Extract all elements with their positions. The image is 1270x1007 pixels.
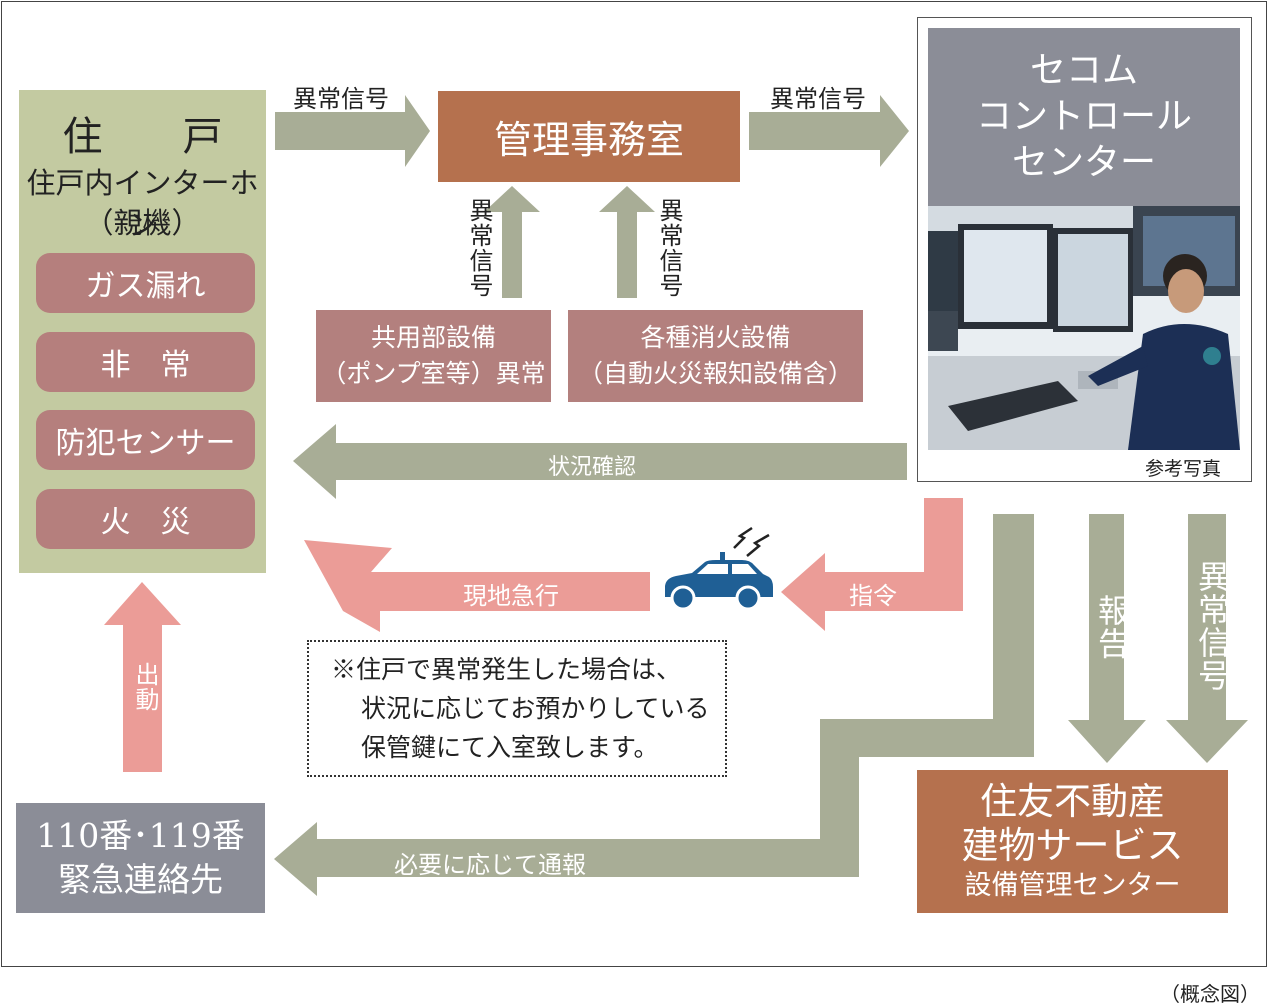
arrow-rush — [304, 540, 650, 632]
secom-center-box: セコム コントロール センター — [928, 28, 1240, 206]
emergency-line1: 110番･119番 — [36, 816, 245, 855]
fire-equipment-box: 各種消火設備 （自動火災報知設備含） — [568, 310, 863, 402]
label-rush: 現地急行 — [463, 582, 559, 610]
diagram-frame — [1, 1, 1267, 967]
secom-line1: セコム — [1029, 50, 1138, 91]
common-equipment-box: 共用部設備 （ポンプ室等）異常 — [316, 310, 551, 402]
arrow-command — [781, 498, 963, 631]
fire-equipment-line1: 各種消火設備 — [640, 323, 791, 352]
common-equipment-line1: 共用部設備 — [370, 323, 496, 352]
emergency-contact-box: 110番･119番 緊急連絡先 — [16, 803, 265, 913]
label-notify: 必要に応じて通報 — [394, 851, 586, 879]
fire-item: 火 災 — [36, 489, 255, 549]
arrow-common-to-office — [484, 186, 540, 298]
intercom-master-label: （親機） — [84, 206, 201, 240]
sumitomo-line1: 住友不動産 — [980, 779, 1165, 823]
label-signal-up-left: 異常信号 — [465, 198, 493, 298]
note-line3: 保管鍵にて入室致します。 — [361, 733, 659, 762]
intercom-label: 住戸内インターホン — [26, 166, 259, 242]
arrow-signal-down — [1166, 514, 1248, 763]
photo-caption: 参考写真 — [1144, 458, 1221, 480]
gas-leak-item: ガス漏れ — [36, 253, 255, 313]
security-sensor-item: 防犯センサー — [36, 410, 255, 470]
label-signal-down: 異常信号 — [1193, 560, 1231, 692]
sumitomo-line3: 設備管理センター — [964, 869, 1181, 901]
arrow-residence-to-office — [275, 95, 430, 167]
label-signal-top-right: 異常信号 — [770, 85, 866, 113]
management-office-box: 管理事務室 — [438, 91, 740, 182]
label-dispatch: 出動 — [131, 662, 159, 712]
label-signal-top-left: 異常信号 — [293, 85, 389, 113]
label-report: 報告 — [1093, 594, 1131, 660]
common-equipment-line2: （ポンプ室等）異常 — [321, 359, 546, 388]
arrow-report — [1068, 514, 1146, 763]
label-command: 指令 — [849, 582, 897, 610]
concept-caption: （概念図） — [1160, 982, 1260, 1006]
emergency-item: 非 常 — [36, 332, 255, 392]
management-office-label: 管理事務室 — [493, 118, 684, 162]
note-line2: 状況に応じてお預かりしている — [361, 694, 710, 723]
key-entry-note: ※住戸で異常発生した場合は、 状況に応じてお預かりしている 保管鍵にて入室致しま… — [307, 640, 727, 777]
secom-line3: センター — [1011, 142, 1156, 183]
arrow-dispatch — [104, 582, 181, 772]
arrow-notify — [274, 514, 1034, 896]
patrol-car-icon — [665, 526, 773, 611]
label-status-check: 状況確認 — [548, 455, 637, 480]
arrow-office-to-secom — [749, 95, 909, 167]
control-center-photo — [928, 206, 1240, 450]
secom-line2: コントロール — [975, 96, 1192, 137]
arrow-status-check — [293, 424, 907, 499]
note-line1: ※住戸で異常発生した場合は、 — [331, 655, 682, 684]
residence-title: 住 戸 — [62, 114, 243, 160]
sumitomo-line2: 建物サービス — [961, 823, 1184, 867]
label-signal-up-right: 異常信号 — [655, 198, 683, 298]
fire-equipment-line2: （自動火災報知設備含） — [577, 359, 853, 388]
arrow-fire-to-office — [599, 186, 655, 298]
sumitomo-box: 住友不動産 建物サービス 設備管理センター — [917, 770, 1228, 913]
emergency-line2: 緊急連絡先 — [58, 860, 223, 899]
